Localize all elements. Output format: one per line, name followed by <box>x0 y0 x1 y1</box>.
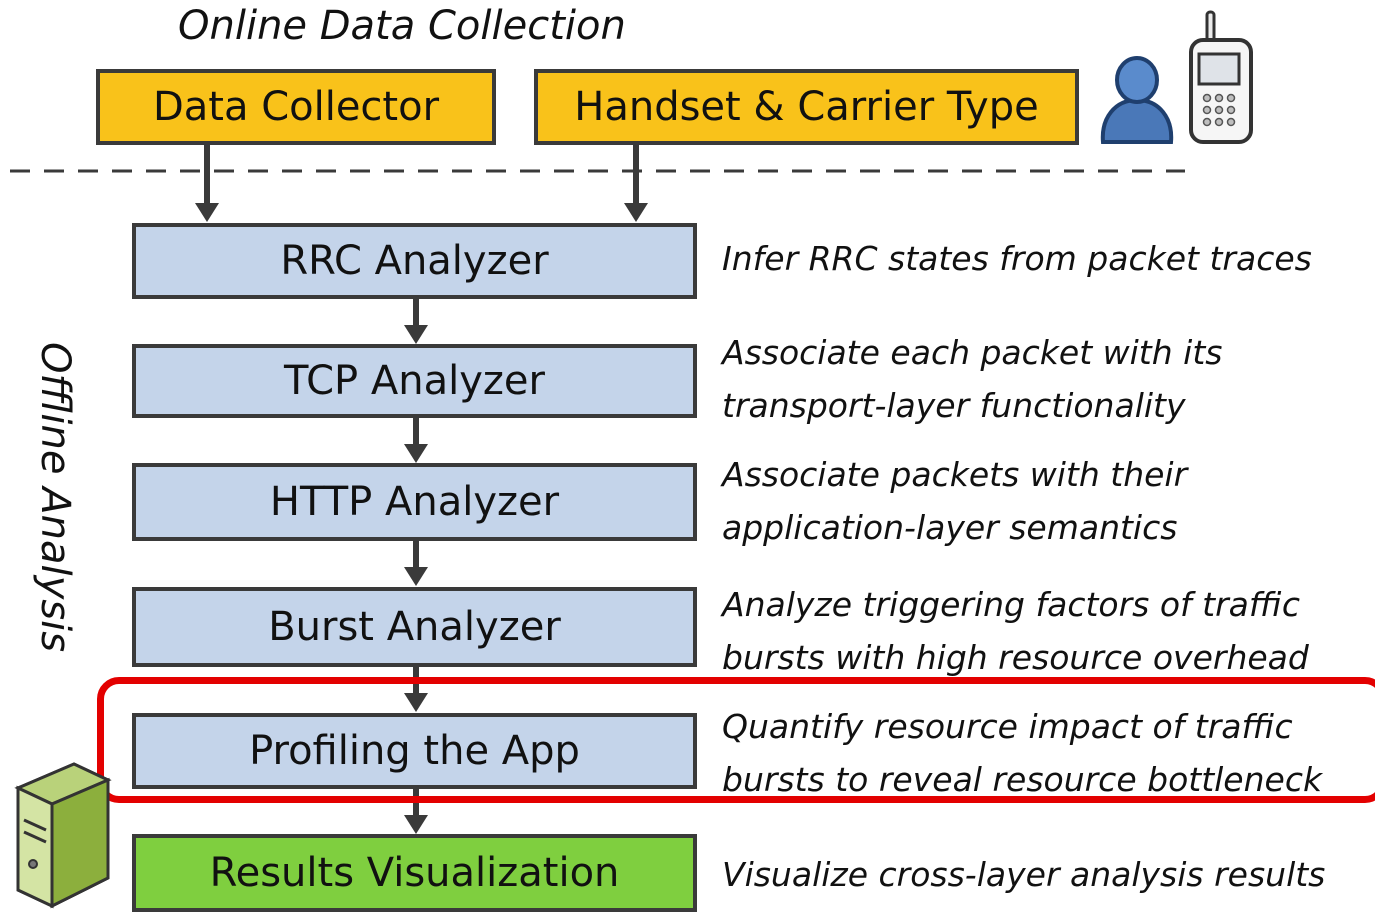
results-visualization-box: Results Visualization <box>132 834 697 912</box>
description-line: Associate each packet with its <box>722 333 1223 372</box>
tcp-analyzer-description: Associate each packet with its transport… <box>722 326 1372 432</box>
description-line: Analyze triggering factors of traffic <box>722 585 1300 624</box>
http-analyzer-description: Associate packets with their application… <box>722 448 1372 554</box>
description-line: Infer RRC states from packet traces <box>722 239 1312 278</box>
description-line: bursts to reveal resource bottleneck <box>722 760 1323 799</box>
results-visualization-description: Visualize cross-layer analysis results <box>722 848 1372 901</box>
description-line: Quantify resource impact of traffic <box>722 707 1293 746</box>
description-line: Associate packets with their <box>722 455 1188 494</box>
description-line: application-layer semantics <box>722 508 1178 547</box>
mobile-phone-icon <box>1189 10 1253 144</box>
rrc-analyzer-description: Infer RRC states from packet traces <box>722 232 1372 285</box>
description-line: Visualize cross-layer analysis results <box>722 855 1326 894</box>
profiling-the-app-description: Quantify resource impact of traffic burs… <box>722 700 1372 806</box>
profiling-highlight-outline <box>97 677 1375 803</box>
data-collector-box: Data Collector <box>96 69 496 145</box>
tcp-analyzer-box: TCP Analyzer <box>132 344 697 418</box>
profiling-the-app-box: Profiling the App <box>132 713 697 789</box>
server-icon <box>14 762 112 909</box>
http-analyzer-box: HTTP Analyzer <box>132 463 697 541</box>
burst-analyzer-box: Burst Analyzer <box>132 587 697 667</box>
burst-analyzer-description: Analyze triggering factors of traffic bu… <box>722 578 1372 684</box>
description-line: bursts with high resource overhead <box>722 638 1309 677</box>
online-data-collection-title: Online Data Collection <box>178 3 626 49</box>
rrc-analyzer-box: RRC Analyzer <box>132 223 697 299</box>
offline-analysis-title: Offline Analysis <box>32 341 78 653</box>
handset-carrier-box: Handset & Carrier Type <box>534 69 1079 145</box>
description-line: transport-layer functionality <box>722 386 1186 425</box>
user-icon <box>1100 56 1174 144</box>
